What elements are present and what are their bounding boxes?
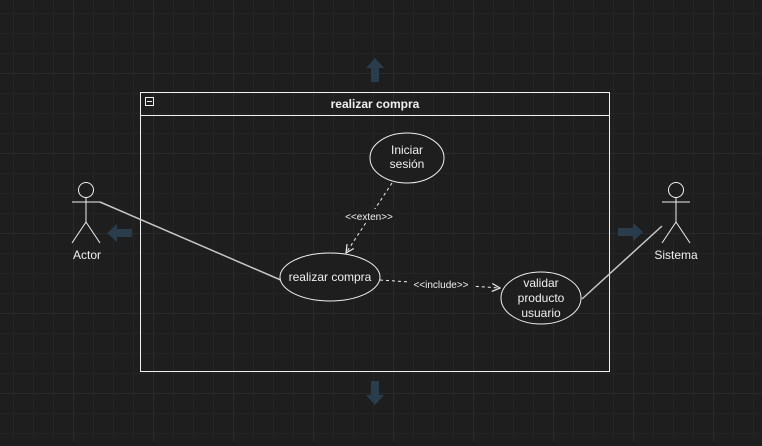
use-case-label-line: Iniciar (391, 143, 423, 157)
svg-text:realizar compra: realizar compra (289, 270, 372, 284)
use-case-label-line: sesión (390, 157, 425, 171)
association-actor-realizar-compra[interactable] (99, 201, 284, 282)
use-case-label-line: usuario (521, 306, 561, 320)
expand-arrow-up-icon[interactable] (366, 58, 384, 82)
use-case-label-line: producto (518, 291, 565, 305)
expand-arrow-left-icon[interactable] (107, 224, 132, 242)
svg-text:<<exten>>: <<exten>> (345, 212, 393, 223)
expand-arrow-right-icon[interactable] (618, 223, 643, 241)
use-case-label-line: realizar compra (289, 270, 372, 284)
extend-label: <<exten>> (341, 209, 397, 223)
use-case-label-line: validar (523, 276, 558, 290)
system-boundary-title: realizar compra (331, 97, 420, 111)
expand-arrow-down-icon[interactable] (366, 381, 384, 405)
collapse-icon[interactable] (145, 97, 154, 106)
extend-relation[interactable] (346, 182, 393, 253)
actor-figure-sistema[interactable]: Sistema (654, 182, 698, 263)
include-label: <<include>> (409, 278, 473, 292)
actor-label: Sistema (654, 248, 698, 262)
system-boundary[interactable]: realizar compra (140, 92, 610, 372)
svg-text:<<include>>: <<include>> (413, 280, 468, 291)
actor-figure-actor[interactable]: Actor (71, 182, 101, 263)
association-sistema-validar[interactable] (581, 225, 663, 300)
use-case-realizar-compra[interactable]: realizar compra (279, 252, 381, 302)
actor-label: Actor (73, 248, 101, 262)
